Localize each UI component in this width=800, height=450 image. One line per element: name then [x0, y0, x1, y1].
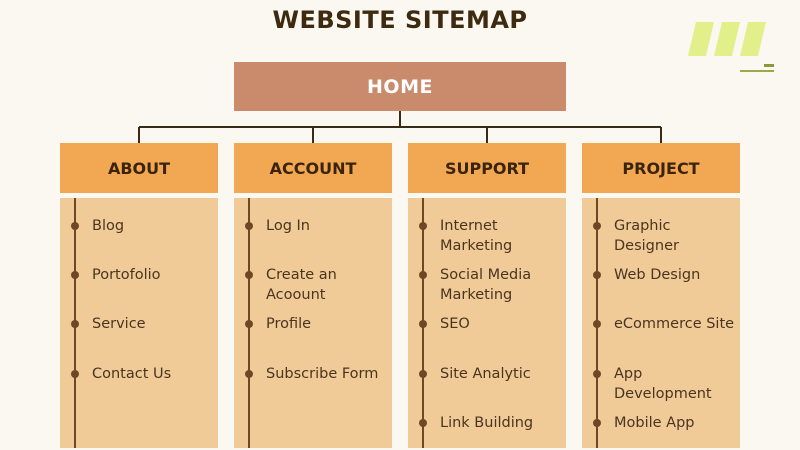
list-item[interactable]: Mobile App: [614, 415, 695, 431]
list-item[interactable]: Internet Marketing: [440, 218, 513, 254]
site-logo: [688, 22, 774, 72]
bullet-dot: [419, 419, 427, 427]
home-node: HOME: [234, 62, 566, 111]
bullet-dot: [593, 419, 601, 427]
bullet-dot: [593, 222, 601, 230]
section-account: ACCOUNT Log In Create an Acoount Profile…: [234, 143, 392, 448]
list-item[interactable]: Create an Acoount: [266, 267, 337, 303]
list-item[interactable]: Service: [92, 316, 146, 332]
list-item[interactable]: Log In: [266, 218, 310, 234]
section-body: Log In Create an Acoount Profile Subscri…: [234, 198, 392, 448]
bullet-dot: [71, 271, 79, 279]
bullet-dot: [593, 370, 601, 378]
bullet-dot: [245, 370, 253, 378]
list-item[interactable]: Graphic Designer: [614, 218, 679, 254]
list-item[interactable]: Site Analytic: [440, 366, 531, 382]
list-item[interactable]: App Development: [614, 366, 712, 402]
section-header: PROJECT: [582, 143, 740, 193]
bullet-dot: [593, 320, 601, 328]
section-header: ABOUT: [60, 143, 218, 193]
bullet-dot: [419, 370, 427, 378]
list-item[interactable]: Subscribe Form: [266, 366, 379, 382]
section-body: Blog Portofolio Service Contact Us: [60, 198, 218, 448]
list-item[interactable]: Web Design: [614, 267, 701, 283]
section-support: SUPPORT Internet Marketing Social Media …: [408, 143, 566, 448]
list-item[interactable]: Contact Us: [92, 366, 172, 382]
bullet-dot: [419, 271, 427, 279]
list-item[interactable]: Portofolio: [92, 267, 161, 283]
list-item[interactable]: Social Media Marketing: [440, 267, 532, 303]
list-item[interactable]: eCommerce Site: [614, 316, 735, 332]
bullet-dot: [245, 271, 253, 279]
bullet-dot: [71, 222, 79, 230]
page-title: WEBSITE SITEMAP: [272, 6, 528, 34]
bullet-dot: [245, 222, 253, 230]
section-header: SUPPORT: [408, 143, 566, 193]
section-header: ACCOUNT: [234, 143, 392, 193]
list-item[interactable]: SEO: [440, 316, 470, 332]
bullet-dot: [245, 320, 253, 328]
bullet-dot: [419, 320, 427, 328]
section-about: ABOUT Blog Portofolio Service Contact Us: [60, 143, 218, 448]
section-project: PROJECT Graphic Designer Web Design eCom…: [582, 143, 740, 448]
bullet-dot: [419, 222, 427, 230]
section-body: Graphic Designer Web Design eCommerce Si…: [582, 198, 740, 448]
section-body: Internet Marketing Social Media Marketin…: [408, 198, 566, 448]
list-item[interactable]: Profile: [266, 316, 312, 332]
list-item[interactable]: Link Building: [440, 415, 534, 431]
bullet-dot: [71, 320, 79, 328]
list-item[interactable]: Blog: [92, 218, 125, 234]
bullet-dot: [71, 370, 79, 378]
bullet-dot: [593, 271, 601, 279]
